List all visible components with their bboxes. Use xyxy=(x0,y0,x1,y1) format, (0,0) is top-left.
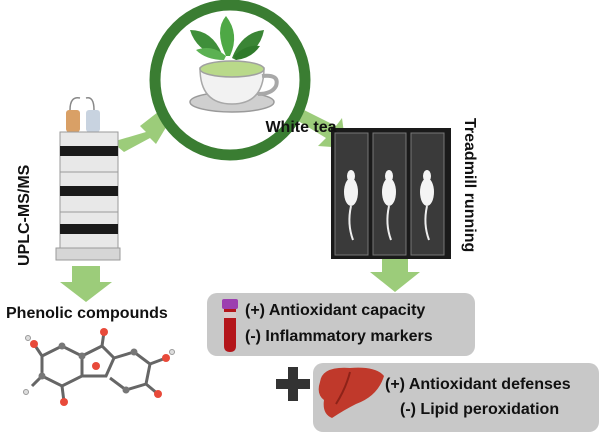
tea-cup-icon xyxy=(189,60,279,113)
inflammatory-markers-text: (-) Inflammatory markers xyxy=(245,328,433,345)
blood-effects-box xyxy=(207,293,475,356)
rat-icon xyxy=(382,170,396,241)
arrow-down-left-icon xyxy=(60,266,112,302)
arrow-left-icon xyxy=(112,112,168,152)
tea-ring xyxy=(149,0,311,161)
lipid-peroxidation-text: (-) Lipid peroxidation xyxy=(400,401,560,418)
liver-icon xyxy=(318,367,384,418)
arrow-down-right-icon xyxy=(370,256,420,292)
rat-icon xyxy=(344,170,358,241)
antioxidant-defenses-text: (+) Antioxidant defenses xyxy=(385,376,571,393)
phenolic-compounds-label: Phenolic compounds xyxy=(6,305,168,322)
uplc-machine-icon xyxy=(55,97,121,261)
white-tea-label: White tea xyxy=(265,119,337,136)
rat-icon xyxy=(420,170,434,241)
tea-leaves-icon xyxy=(190,16,264,60)
plus-icon xyxy=(276,367,310,401)
molecule-atoms xyxy=(23,328,175,406)
antioxidant-capacity-text: (+) Antioxidant capacity xyxy=(245,302,426,319)
blood-tube-icon xyxy=(222,299,238,352)
